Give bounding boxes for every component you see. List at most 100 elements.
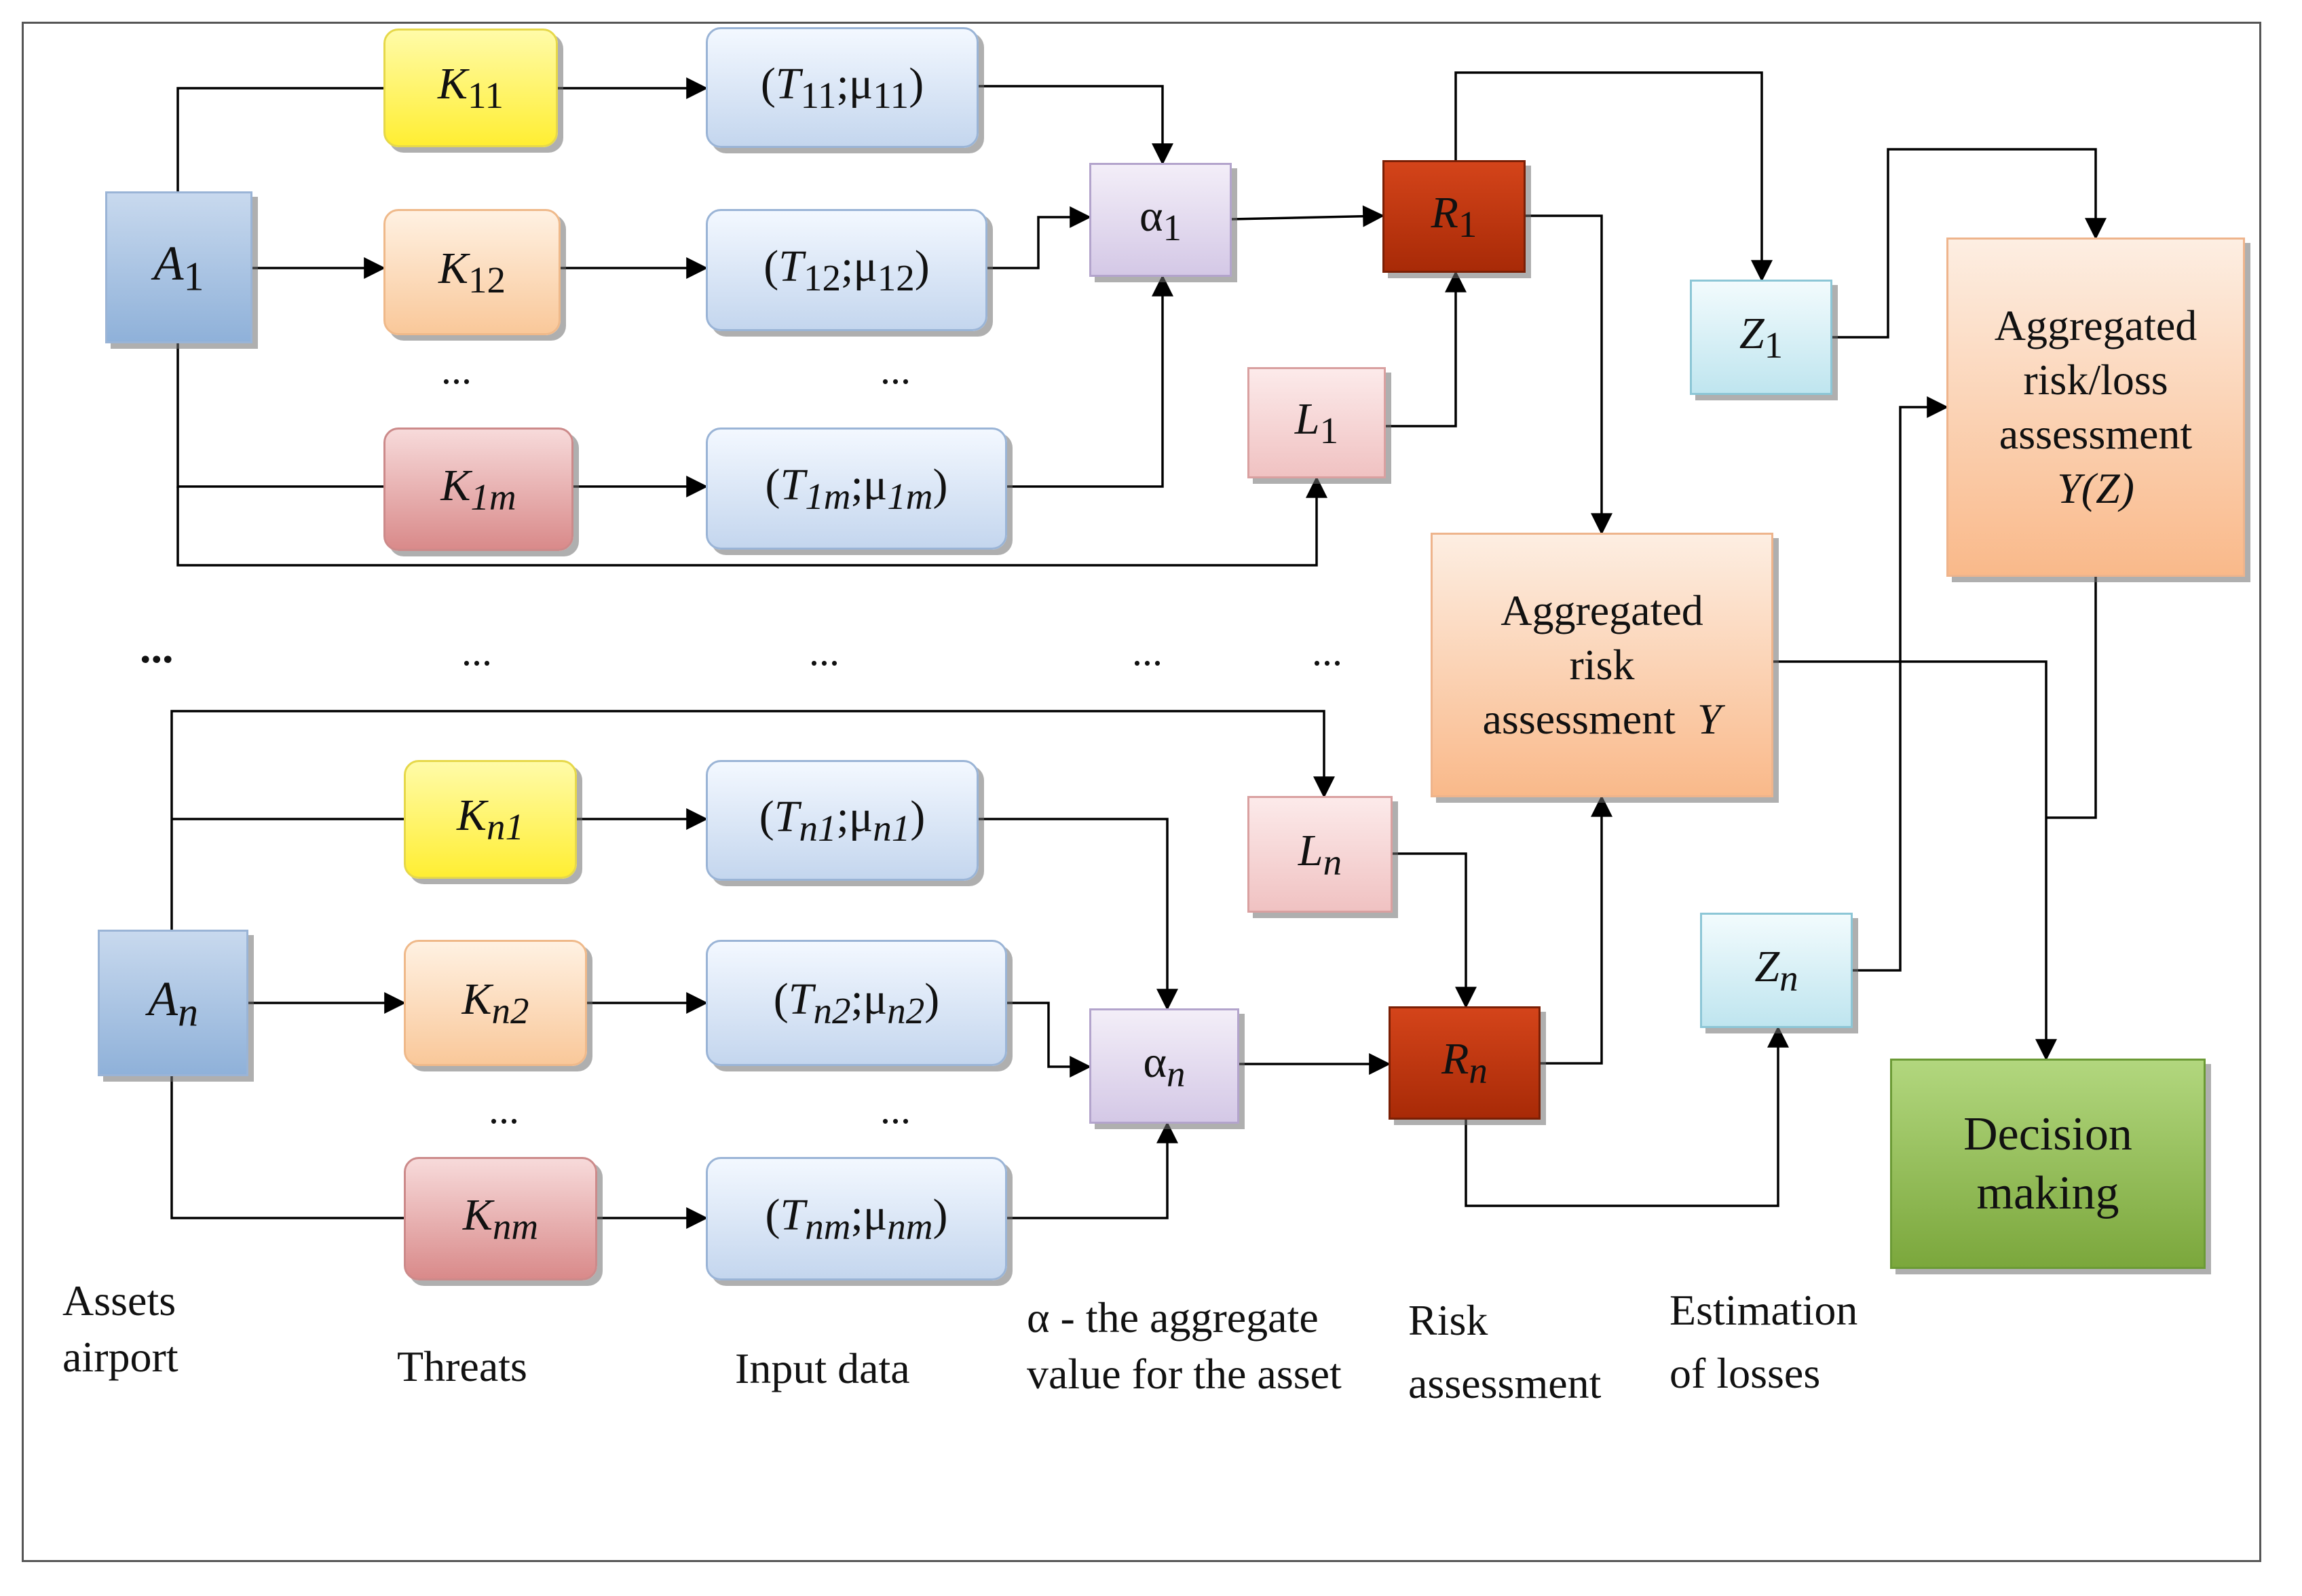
estimation-z1-sub: 1: [1764, 324, 1784, 366]
risk-r1-sub: 1: [1458, 203, 1477, 245]
aggregated-loss-box: Aggregated risk/loss assessment Y(Z): [1946, 238, 2245, 577]
input-t1m-musub: 1m: [887, 475, 933, 517]
input-t1m-mu: μ: [863, 459, 888, 510]
input-t11-open: (: [760, 58, 776, 109]
asset-an-box: An: [98, 930, 248, 1076]
estimation-zn-sub: n: [1779, 957, 1798, 999]
decision-box: Decision making: [1890, 1059, 2206, 1269]
decision-line2: making: [1976, 1167, 2119, 1219]
edge-t1m-alpha1: [1007, 274, 1173, 488]
threat-k11-base: K: [438, 59, 468, 109]
input-t12-box: (T12;μ12): [706, 209, 987, 331]
input-tn2-t: T: [788, 974, 814, 1024]
risk-rn-base: R: [1441, 1034, 1469, 1084]
threat-kn1-sub: n1: [487, 806, 525, 848]
loss-ln-sub: n: [1323, 841, 1342, 883]
input-tn2-sep: ;: [850, 974, 863, 1024]
edge-a1-l1: [176, 476, 1327, 567]
asset-an-sub: n: [177, 989, 198, 1035]
input-tn2-open: (: [773, 974, 789, 1024]
alpha-n-sub: n: [1167, 1052, 1186, 1095]
edge-an-ln: [170, 710, 1335, 930]
edge-tnm-alphan: [1007, 1121, 1178, 1219]
aggregated-risk-line1: Aggregated: [1501, 586, 1703, 634]
input-t1m-sep: ;: [850, 459, 863, 510]
input-tnm-open: (: [765, 1190, 780, 1240]
input-t1m-close: ): [932, 459, 948, 510]
edge-alpha1-r1: [1231, 205, 1385, 227]
asset-a1-sub: 1: [183, 254, 204, 299]
input-t11-box: (T11;μ11): [706, 27, 979, 148]
ellipsis-assets-mid: ...: [140, 623, 174, 672]
input-t12-musub: 12: [877, 256, 915, 299]
ellipsis-threats-mid: ...: [461, 629, 492, 674]
label-alpha-line1: α - the aggregate: [1027, 1293, 1319, 1342]
edge-r1-aggrisk: [1526, 214, 1612, 535]
label-assets-line2: airport: [62, 1333, 178, 1382]
edge-l1-r1: [1386, 270, 1467, 428]
edge-r1-z1: [1454, 71, 1773, 282]
input-tn1-open: (: [759, 791, 774, 841]
threat-kn1-box: Kn1: [404, 760, 577, 879]
asset-a1-box: A1: [105, 191, 252, 343]
input-tn2-close: ): [924, 974, 940, 1024]
input-tn1-tsub: n1: [799, 807, 837, 849]
ellipsis-threats-top: ...: [441, 347, 472, 392]
edge-rn-zn: [1465, 1025, 1789, 1207]
edge-tn1-alphan: [979, 818, 1178, 1011]
edge-a1-k1m: [176, 343, 383, 488]
diagram-frame: [22, 22, 2261, 1562]
edge-zn-aggloss: [1853, 396, 1949, 972]
label-alpha-line2: value for the asset: [1027, 1350, 1342, 1399]
input-tnm-box: (Tnm;μnm): [706, 1157, 1007, 1280]
estimation-z1-base: Z: [1739, 308, 1765, 358]
threat-knm-base: K: [462, 1190, 493, 1240]
risk-r1-base: R: [1431, 187, 1458, 238]
threat-k12-sub: 12: [468, 259, 506, 301]
loss-l1-sub: 1: [1319, 409, 1339, 451]
alpha-n-base: α: [1143, 1037, 1167, 1087]
threat-kn2-sub: n2: [491, 989, 529, 1031]
edge-rn-aggrisk: [1541, 795, 1612, 1065]
label-losses: Estimation of losses: [1669, 1279, 1857, 1405]
loss-ln-box: Ln: [1247, 796, 1393, 913]
input-tnm-close: ): [932, 1190, 948, 1240]
aggregated-risk-line2: risk: [1569, 641, 1635, 689]
threat-kn1-base: K: [456, 791, 487, 841]
input-tn2-mu: μ: [863, 974, 888, 1024]
input-t12-tsub: 12: [803, 256, 841, 299]
threat-kn2-base: K: [461, 974, 492, 1024]
input-t12-open: (: [763, 241, 779, 291]
input-t11-sep: ;: [836, 58, 849, 109]
input-t12-mu: μ: [853, 241, 878, 291]
threat-k1m-box: K1m: [383, 428, 573, 551]
label-risk-line1: Risk: [1408, 1296, 1488, 1344]
edge-z1-aggloss: [1832, 148, 2107, 339]
aggregated-risk-line3: assessment: [1482, 695, 1676, 743]
edge-ln-rn: [1393, 852, 1477, 1009]
input-tnm-sep: ;: [850, 1190, 863, 1240]
input-tnm-tsub: nm: [805, 1205, 851, 1247]
loss-l1-box: L1: [1247, 367, 1386, 478]
input-t12-close: ): [914, 241, 930, 291]
input-t12-t: T: [778, 241, 804, 291]
edge-t11-alpha1: [979, 85, 1173, 166]
estimation-zn-box: Zn: [1700, 913, 1853, 1028]
edge-a1-k11: [176, 87, 383, 191]
aggregated-loss-line3: assessment: [1999, 410, 2193, 458]
ellipsis-inputs-bottom: ...: [880, 1087, 911, 1132]
risk-rn-box: Rn: [1389, 1006, 1541, 1120]
label-risk-line2: assessment: [1408, 1358, 1602, 1407]
edge-tn2-alphan: [1007, 1002, 1092, 1078]
ellipsis-inputs-mid: ...: [809, 629, 839, 674]
input-t1m-open: (: [765, 459, 780, 510]
label-alpha: α - the aggregate value for the asset: [1027, 1289, 1342, 1402]
risk-rn-sub: n: [1469, 1050, 1488, 1092]
ellipsis-loss-mid: ...: [1312, 629, 1342, 674]
alpha-n-box: αn: [1089, 1008, 1239, 1124]
threat-k1m-sub: 1m: [470, 476, 516, 518]
ellipsis-alpha-mid: ...: [1132, 629, 1163, 674]
estimation-zn-base: Z: [1754, 941, 1780, 991]
loss-ln-base: L: [1298, 825, 1323, 875]
